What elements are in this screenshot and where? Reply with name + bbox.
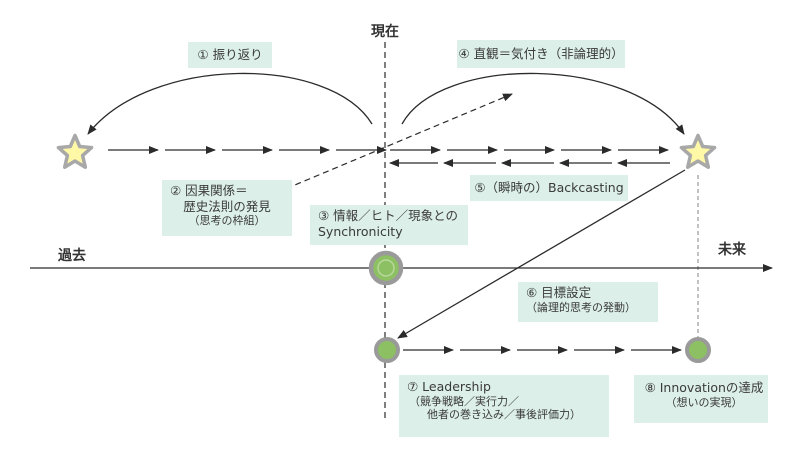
- causality-dashed-arrow: [239, 93, 513, 209]
- intuition-arc: [401, 72, 685, 135]
- label-leadership: ⑦ Leadership （競争戦略／実行力／ 他者の巻き込み／事後評価力）: [399, 375, 609, 437]
- label-causality: ② 因果関係＝ 歴史法則の発見 （思考の枠組）: [162, 180, 292, 236]
- label-backcasting: ⑤（瞬時の）Backcasting: [470, 175, 628, 201]
- past-label: 過去: [58, 248, 86, 264]
- future-label: 未来: [718, 242, 746, 258]
- circle-node-icon: [368, 250, 404, 286]
- now-label: 現在: [371, 24, 399, 40]
- label-goal-setting: ⑥ 目標設定 （論理的思考の発動）: [518, 282, 658, 322]
- goal-setting-arrow: [397, 169, 686, 339]
- circle-node-icon: [685, 337, 711, 363]
- label-intuition: ④ 直観＝気付き（非論理的）: [457, 40, 625, 68]
- label-innovation: ⑧ Innovationの達成 （想いの実現）: [634, 375, 768, 423]
- label-reflection: ① 振り返り: [188, 42, 272, 68]
- reflection-arc: [87, 72, 373, 135]
- star-icon: [679, 133, 717, 169]
- circle-node-icon: [374, 337, 400, 363]
- star-icon: [56, 133, 94, 169]
- label-synchronicity: ③ 情報／ヒト／現象との Synchronicity: [310, 205, 468, 245]
